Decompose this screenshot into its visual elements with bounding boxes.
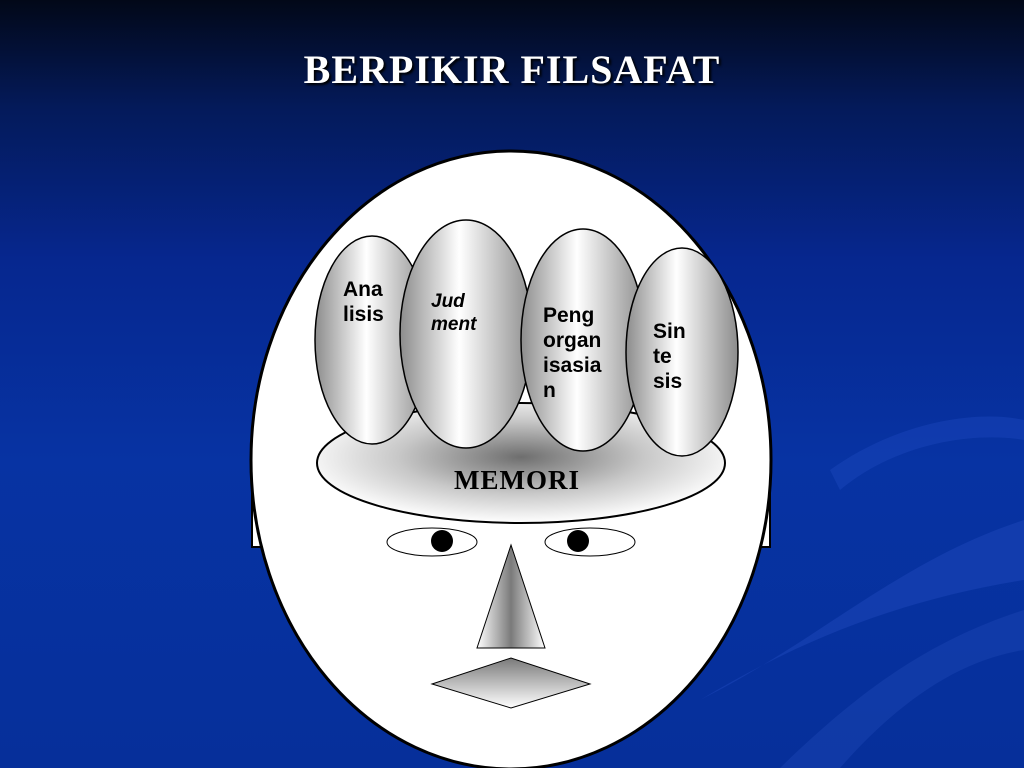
label-judment: Jud ment <box>431 291 477 335</box>
slide-title: BERPIKIR FILSAFAT <box>303 47 721 92</box>
label-analisis: Ana lisis <box>343 278 384 326</box>
right-pupil <box>567 530 589 552</box>
nose <box>476 543 546 649</box>
memory-label: MEMORI <box>454 465 580 495</box>
label-sintesis: Sin te sis <box>653 320 686 393</box>
left-pupil <box>431 530 453 552</box>
label-pengorganisasian: Peng organ isasia n <box>543 304 602 402</box>
memory-region <box>316 402 726 524</box>
right-eye <box>544 527 636 557</box>
lobe-sintesis <box>625 247 739 457</box>
mouth <box>430 657 592 709</box>
